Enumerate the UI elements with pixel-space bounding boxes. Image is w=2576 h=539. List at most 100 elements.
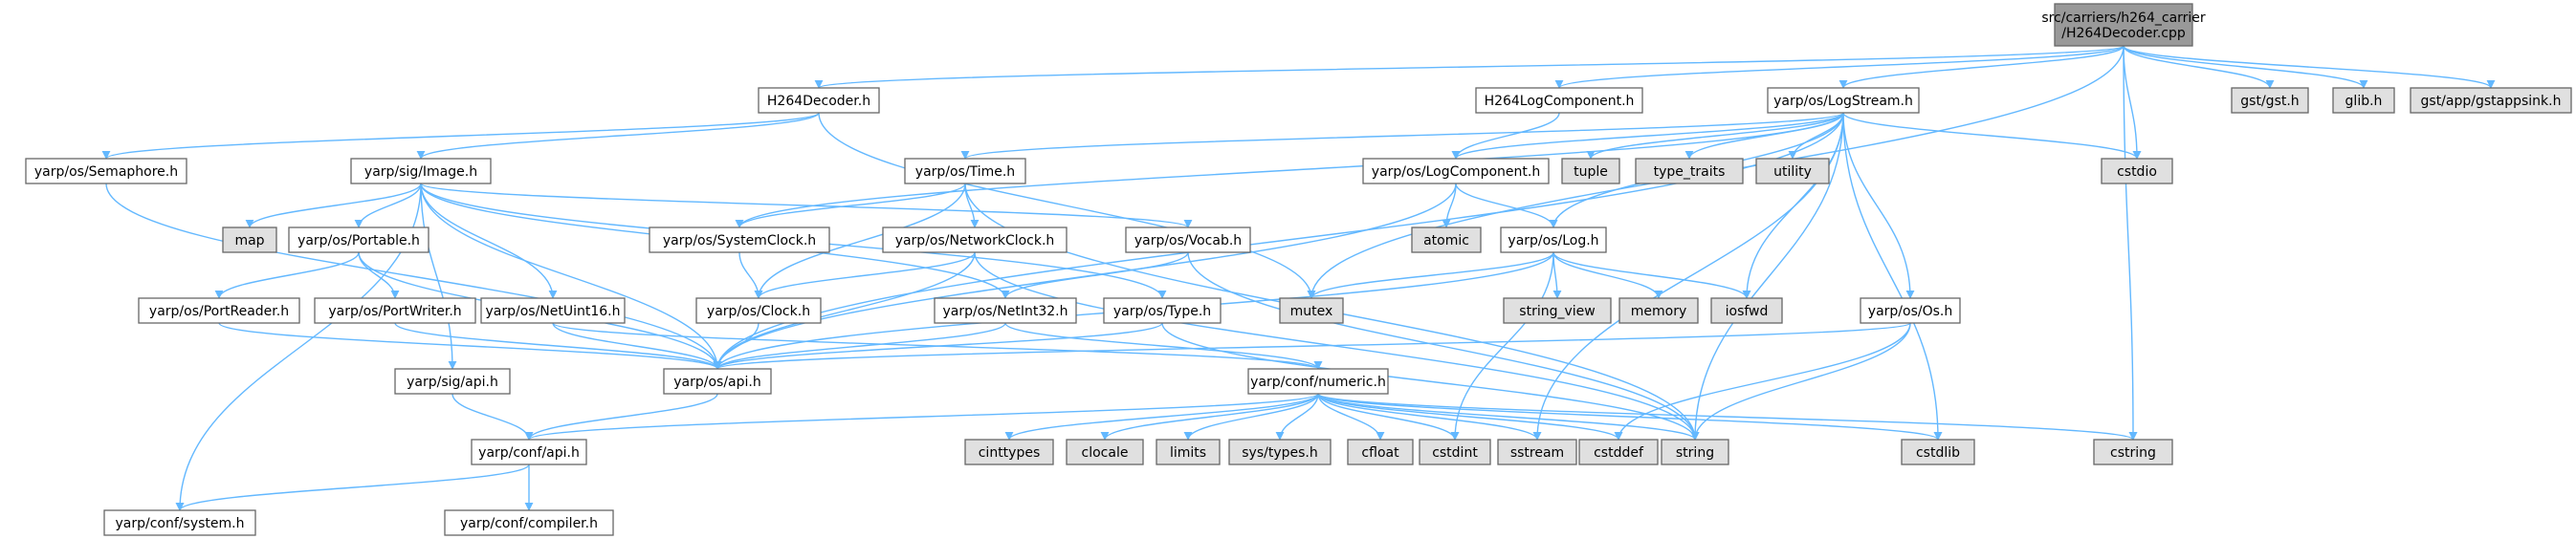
node-root[interactable]: src/carriers/h264_carrier/H264Decoder.cp… [2041,3,2206,47]
edge-conf-api-h-to-conf-system-h [175,464,530,511]
node-box [695,297,822,324]
node-h264decoder-h[interactable]: H264Decoder.h [758,87,880,114]
node-label: cfloat [1361,445,1399,461]
edge-logstream-h-to-os-h [1842,112,1915,299]
node-numeric-h[interactable]: yarp/conf/numeric.h [1247,368,1389,395]
node-label: gst/gst.h [2240,94,2299,109]
edge-root-to-gstappsink-h [2123,45,2496,89]
node-tuple: tuple [1561,158,1620,184]
edge-numeric-h-to-cstring [1317,393,2138,441]
node-cfloat: cfloat [1347,439,1414,465]
node-label: mutex [1290,304,1333,319]
edge-root-to-gst-h [2123,45,2275,89]
node-box [1618,297,1699,324]
node-label: yarp/os/Os.h [1868,304,1952,319]
edge-log-h-to-mutex [1307,251,1554,299]
node-systemclock-h[interactable]: yarp/os/SystemClock.h [649,226,830,253]
node-label: cstdio [2117,164,2157,180]
node-label: src/carriers/h264_carrier [2041,11,2206,26]
node-mutex: mutex [1279,297,1344,324]
node-portable-h[interactable]: yarp/os/Portable.h [288,226,429,253]
node-gst-h: gst/gst.h [2231,87,2309,114]
edge-log-h-to-cstdint [1450,251,1554,441]
node-netuint16-h[interactable]: yarp/os/NetUint16.h [480,297,626,324]
node-conf-compiler-h[interactable]: yarp/conf/compiler.h [444,509,614,536]
edge-numeric-h-to-sys-types-h [1275,393,1319,441]
node-box [314,297,476,324]
node-box [138,297,300,324]
node-os-api-h[interactable]: yarp/os/api.h [663,368,772,395]
edge-systemclock-h-to-clock-h [738,251,763,299]
edge-sig-api-h-to-conf-api-h [451,393,534,441]
edge-image-h-to-portable-h [354,183,422,228]
node-cstdio: cstdio [2101,158,2173,184]
node-box [1901,439,1975,465]
node-label: string_view [1519,304,1595,319]
node-box [471,439,587,465]
edge-numeric-h-to-string [1317,393,1700,441]
node-glib-h: glib.h [2332,87,2395,114]
edge-logstream-h-to-type-traits [1684,112,1844,160]
node-label: yarp/conf/api.h [478,445,580,461]
node-h264logcomponent-h[interactable]: H264LogComponent.h [1475,87,1643,114]
node-netint32-h[interactable]: yarp/os/NetInt32.h [934,297,1077,324]
edge-logcomponent-h-to-log-h [1455,183,1558,228]
node-label: yarp/conf/compiler.h [460,516,598,531]
node-label: yarp/os/PortReader.h [149,304,289,319]
edge-logstream-h-to-cstdio [1842,112,2142,160]
node-type-traits: type_traits [1635,158,1744,184]
node-vocab-h[interactable]: yarp/os/Vocab.h [1125,226,1251,253]
node-label: map [234,233,264,248]
node-log-h[interactable]: yarp/os/Log.h [1500,226,1607,253]
node-box [1362,158,1550,184]
edge-semaphore-h-to-os-api-h [105,183,722,370]
node-memory: memory [1618,297,1699,324]
node-box [222,226,277,253]
node-box [444,509,614,536]
node-time-h[interactable]: yarp/os/Time.h [904,158,1026,184]
node-label: sstream [1510,445,1564,461]
node-box [1500,226,1607,253]
node-label: yarp/os/Log.h [1508,233,1598,248]
node-sig-api-h[interactable]: yarp/sig/api.h [394,368,511,395]
node-semaphore-h[interactable]: yarp/os/Semaphore.h [25,158,187,184]
node-type-h[interactable]: yarp/os/Type.h [1103,297,1222,324]
node-os-h[interactable]: yarp/os/Os.h [1860,297,1961,324]
node-label: yarp/os/LogStream.h [1773,94,1913,109]
node-conf-api-h[interactable]: yarp/conf/api.h [471,439,587,465]
node-label: gst/app/gstappsink.h [2421,94,2562,109]
node-box [1411,226,1482,253]
node-portreader-h[interactable]: yarp/os/PortReader.h [138,297,300,324]
node-networkclock-h[interactable]: yarp/os/NetworkClock.h [882,226,1068,253]
node-label: yarp/conf/system.h [116,516,245,531]
node-box [394,368,511,395]
node-box [2054,3,2193,47]
node-box [1247,368,1389,395]
node-clock-h[interactable]: yarp/os/Clock.h [695,297,822,324]
node-label: yarp/os/Time.h [915,164,1015,180]
edge-root-to-h264decoder-h [815,45,2125,89]
edge-logstream-h-to-tuple [1586,112,1844,160]
edge-root-to-cstdio [2123,45,2142,160]
edge-numeric-h-to-cstdint [1317,393,1460,441]
node-cstdint: cstdint [1419,439,1491,465]
node-logstream-h[interactable]: yarp/os/LogStream.h [1767,87,1920,114]
node-portwriter-h[interactable]: yarp/os/PortWriter.h [314,297,476,324]
node-label: glib.h [2345,94,2383,109]
edge-networkclock-h-to-os-api-h [713,251,976,370]
node-label: cstdint [1432,445,1478,461]
node-box [480,297,626,324]
node-box [1635,158,1744,184]
node-gstappsink-h: gst/app/gstappsink.h [2410,87,2572,114]
node-label: yarp/os/Semaphore.h [34,164,178,180]
edge-netuint16-h-to-os-api-h [552,322,722,370]
node-box [663,368,772,395]
node-label: clocale [1082,445,1129,461]
edge-root-to-logstream-h [1838,45,2125,89]
node-image-h[interactable]: yarp/sig/Image.h [350,158,492,184]
node-conf-system-h[interactable]: yarp/conf/system.h [103,509,256,536]
edge-os-h-to-os-api-h [713,322,1911,370]
edge-image-h-to-os-api-h [420,183,722,370]
node-logcomponent-h[interactable]: yarp/os/LogComponent.h [1362,158,1550,184]
node-box [2101,158,2173,184]
